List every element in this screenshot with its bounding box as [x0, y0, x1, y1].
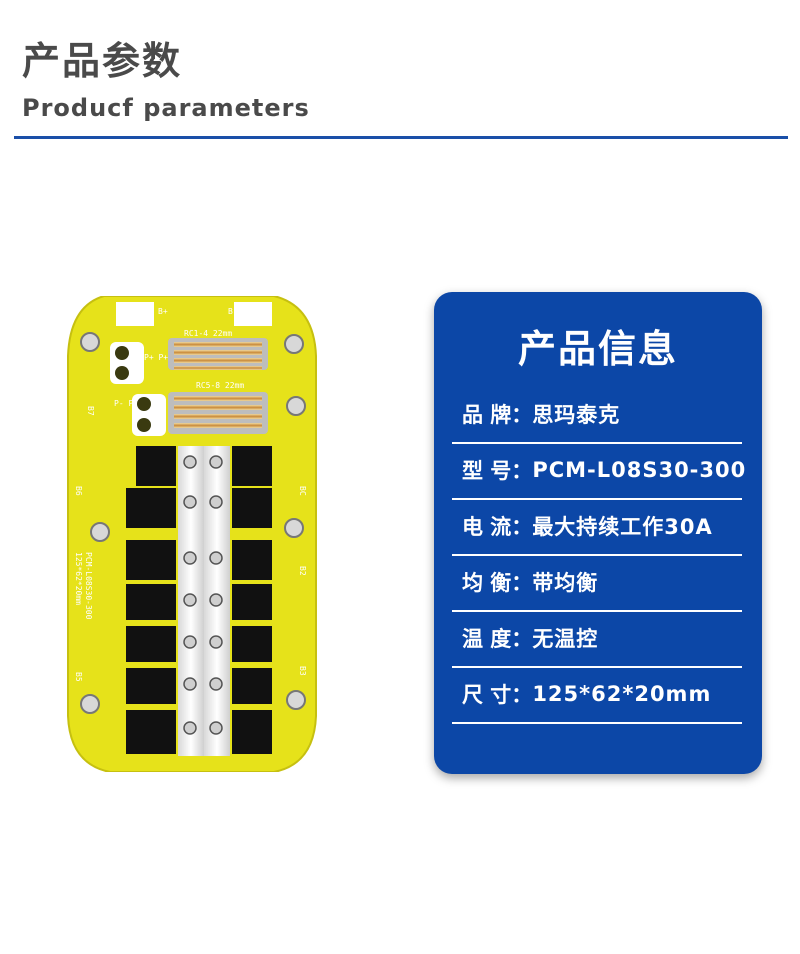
shunt-resistors-top — [168, 338, 268, 370]
silk-p-plus: P+ P+ — [144, 353, 168, 362]
board-screws — [80, 332, 306, 714]
page-title-cn: 产品参数 — [22, 39, 183, 83]
info-value-model: PCM-L08S30-300 — [532, 458, 747, 482]
silk-b7: B7 — [86, 406, 95, 416]
silk-size: 125*62*20mm — [74, 552, 83, 605]
silk-p-minus: P- P- — [114, 399, 138, 408]
silk-rc-top: RC1-4 22mm — [184, 329, 232, 338]
silk-rc-bottom: RC5-8 22mm — [196, 381, 244, 390]
info-card-title: 产品信息 — [517, 327, 678, 371]
terminal-holes — [110, 342, 166, 436]
silk-b6: B6 — [74, 486, 83, 496]
silk-b-plus: B+ — [158, 307, 168, 316]
silk-b3: B3 — [298, 666, 307, 676]
silk-bc: BC — [298, 486, 307, 496]
info-label-current: 电 流： — [462, 515, 533, 539]
silk-b-minus: B- — [228, 307, 238, 316]
info-label-size: 尺 寸： — [462, 683, 533, 707]
silk-b2: B2 — [298, 566, 307, 576]
shunt-resistors-bottom — [168, 392, 268, 434]
info-value-temperature: 无温控 — [532, 627, 599, 651]
busbar-bolts — [183, 455, 223, 735]
info-value-size: 125*62*20mm — [532, 682, 712, 706]
info-row-current: 电 流： 最大持续工作30A — [452, 498, 742, 556]
info-label-balance: 均 衡： — [462, 571, 533, 595]
pad-top-left — [116, 302, 154, 326]
info-value-balance: 带均衡 — [532, 571, 599, 595]
mosfet-array — [126, 446, 272, 754]
info-label-model: 型 号： — [462, 459, 533, 483]
silk-b5: B5 — [74, 672, 83, 682]
info-label-temperature: 温 度： — [462, 627, 533, 651]
silk-model: PCM-L08S30-300 — [84, 552, 93, 620]
info-value-current: 最大持续工作30A — [532, 515, 713, 539]
product-info-card: 产品信息 品 牌： 思玛泰克 型 号： PCM-L08S30-300 电 流： … — [434, 292, 762, 774]
header-divider — [14, 136, 788, 139]
info-label-brand: 品 牌： — [462, 403, 533, 427]
page-title-en: Producf parameters — [22, 94, 310, 122]
product-image-pcb: RC1-4 22mm RC5-8 22mm P+ P+ P- P- B+ B- … — [67, 296, 317, 772]
info-row-balance: 均 衡： 带均衡 — [452, 554, 742, 612]
info-row-size: 尺 寸： 125*62*20mm — [452, 666, 742, 724]
info-value-brand: 思玛泰克 — [532, 403, 621, 427]
info-row-temperature: 温 度： 无温控 — [452, 610, 742, 668]
info-row-brand: 品 牌： 思玛泰克 — [452, 386, 742, 444]
pad-top-right — [234, 302, 272, 326]
info-row-model: 型 号： PCM-L08S30-300 — [452, 442, 745, 500]
